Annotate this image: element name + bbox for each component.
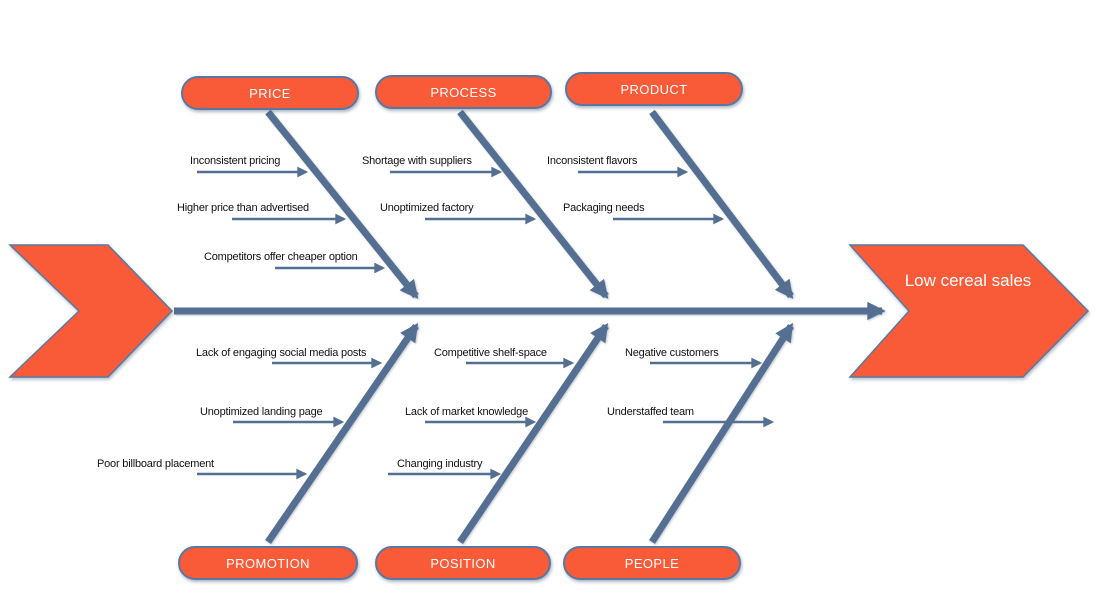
cause-label: Competitors offer cheaper option: [204, 251, 358, 263]
category-label: PRODUCT: [620, 81, 688, 97]
category-label: PROCESS: [430, 84, 497, 100]
cause-label: Unoptimized factory: [380, 202, 474, 214]
bone-position: [457, 322, 609, 544]
bone-promotion: [265, 322, 419, 544]
category-label: POSITION: [430, 555, 496, 571]
category-label: PROMOTION: [226, 555, 310, 571]
cause-label: Inconsistent pricing: [190, 155, 281, 167]
tail-chevron[interactable]: [8, 244, 174, 378]
cause-label: Lack of engaging social media posts: [196, 347, 367, 359]
bone-product: [649, 109, 794, 299]
cause-label: Poor billboard placement: [97, 458, 214, 470]
cause-label: Unoptimized landing page: [200, 406, 323, 418]
category-pill-process[interactable]: PROCESS: [375, 75, 552, 109]
cause-label: Packaging needs: [563, 202, 645, 214]
cause-label: Competitive shelf-space: [434, 347, 547, 359]
cause-label: Higher price than advertised: [177, 202, 309, 214]
cause-label: Understaffed team: [607, 406, 694, 418]
cause-label: Inconsistent flavors: [547, 155, 638, 167]
effect-label: Low cereal sales: [904, 271, 1032, 290]
category-label: PRICE: [249, 85, 291, 101]
bone-people: [649, 322, 794, 544]
category-pill-product[interactable]: PRODUCT: [565, 72, 743, 106]
bone-process: [457, 109, 609, 299]
category-pill-position[interactable]: POSITION: [375, 546, 551, 580]
cause-label: Negative customers: [625, 347, 719, 359]
cause-label: Lack of market knowledge: [405, 406, 528, 418]
cause-label: Changing industry: [397, 458, 483, 470]
bone-price: [265, 109, 419, 299]
category-label: PEOPLE: [624, 555, 680, 571]
head-chevron[interactable]: [848, 244, 1090, 378]
cause-label: Shortage with suppliers: [362, 155, 472, 167]
category-pill-price[interactable]: PRICE: [181, 76, 359, 110]
category-pill-promotion[interactable]: PROMOTION: [178, 546, 358, 580]
category-pill-people[interactable]: PEOPLE: [563, 546, 741, 580]
